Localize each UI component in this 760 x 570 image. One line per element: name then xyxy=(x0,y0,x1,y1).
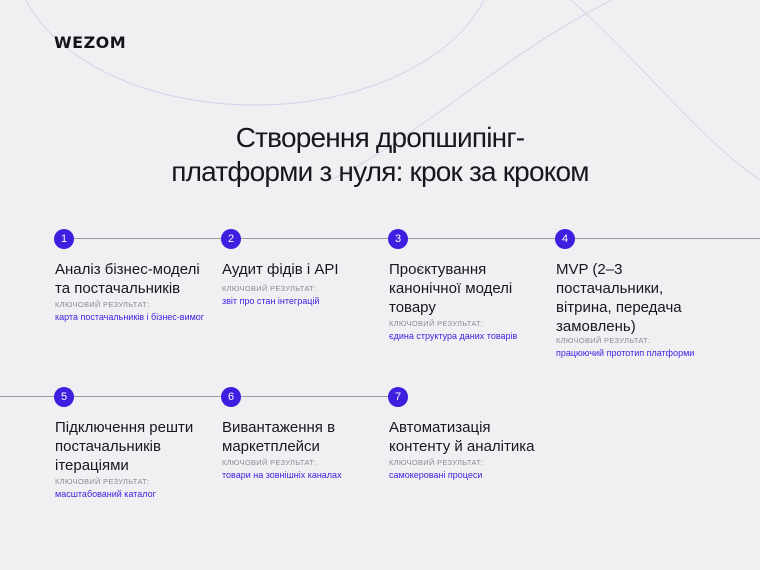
step-title: Аналіз бізнес-моделі та постачальників xyxy=(55,261,200,297)
step-result: КЛЮЧОВИЙ РЕЗУЛЬТАТ: звіт про стан інтегр… xyxy=(222,283,387,308)
step-result: КЛЮЧОВИЙ РЕЗУЛЬТАТ: товари на зовнішніх … xyxy=(222,457,387,482)
step-result: КЛЮЧОВИЙ РЕЗУЛЬТАТ: самокеровані процеси xyxy=(389,457,554,482)
step-number-badge: 5 xyxy=(54,387,74,407)
result-value: єдина структура даних товарів xyxy=(389,331,518,341)
result-value: товари на зовнішніх каналах xyxy=(222,470,342,480)
step-number-badge: 4 xyxy=(555,229,575,249)
result-value: звіт про стан інтеграцій xyxy=(222,296,320,306)
step-number-badge: 1 xyxy=(54,229,74,249)
step-number-badge: 6 xyxy=(221,387,241,407)
timeline-line-row-1 xyxy=(56,238,760,239)
title-line-2: платформи з нуля: крок за кроком xyxy=(171,156,589,187)
result-value: самокеровані процеси xyxy=(389,470,483,480)
result-label: КЛЮЧОВИЙ РЕЗУЛЬТАТ: xyxy=(222,284,317,293)
result-label: КЛЮЧОВИЙ РЕЗУЛЬТАТ: xyxy=(55,300,150,309)
step-result: КЛЮЧОВИЙ РЕЗУЛЬТАТ: працюючий прототип п… xyxy=(556,335,721,360)
step-result: КЛЮЧОВИЙ РЕЗУЛЬТАТ: карта постачальників… xyxy=(55,299,220,324)
step-title: MVP (2–3 постачальники, вітрина, передач… xyxy=(556,261,682,335)
result-label: КЛЮЧОВИЙ РЕЗУЛЬТАТ: xyxy=(55,477,150,486)
page-title: Створення дропшипінг- платформи з нуля: … xyxy=(130,121,630,189)
step-result: КЛЮЧОВИЙ РЕЗУЛЬТАТ: єдина структура дани… xyxy=(389,318,554,343)
step-number-badge: 7 xyxy=(388,387,408,407)
step-title: Проєктування канонічної моделі товару xyxy=(389,261,513,316)
result-label: КЛЮЧОВИЙ РЕЗУЛЬТАТ: xyxy=(222,458,317,467)
step-result: КЛЮЧОВИЙ РЕЗУЛЬТАТ: масштабований катало… xyxy=(55,476,220,501)
step-title: Автоматизація контенту й аналітика xyxy=(389,419,535,455)
wezom-logo: WEZOM xyxy=(54,33,127,52)
result-value: карта постачальників і бізнес-вимог xyxy=(55,312,205,322)
step-title: Вивантаження в маркетплейси xyxy=(222,419,336,455)
step-title: Підключення решти постачальників ітераці… xyxy=(55,419,194,474)
result-value: масштабований каталог xyxy=(55,489,156,499)
title-line-1: Створення дропшипінг- xyxy=(235,122,525,153)
result-label: КЛЮЧОВИЙ РЕЗУЛЬТАТ: xyxy=(389,458,484,467)
step-title: Аудит фідів і API xyxy=(222,261,339,278)
step-number-badge: 2 xyxy=(221,229,241,249)
timeline-line-row-2 xyxy=(0,396,400,397)
result-label: КЛЮЧОВИЙ РЕЗУЛЬТАТ: xyxy=(389,319,484,328)
result-label: КЛЮЧОВИЙ РЕЗУЛЬТАТ: xyxy=(556,336,651,345)
step-number-badge: 3 xyxy=(388,229,408,249)
result-value: працюючий прототип платформи xyxy=(556,348,695,358)
